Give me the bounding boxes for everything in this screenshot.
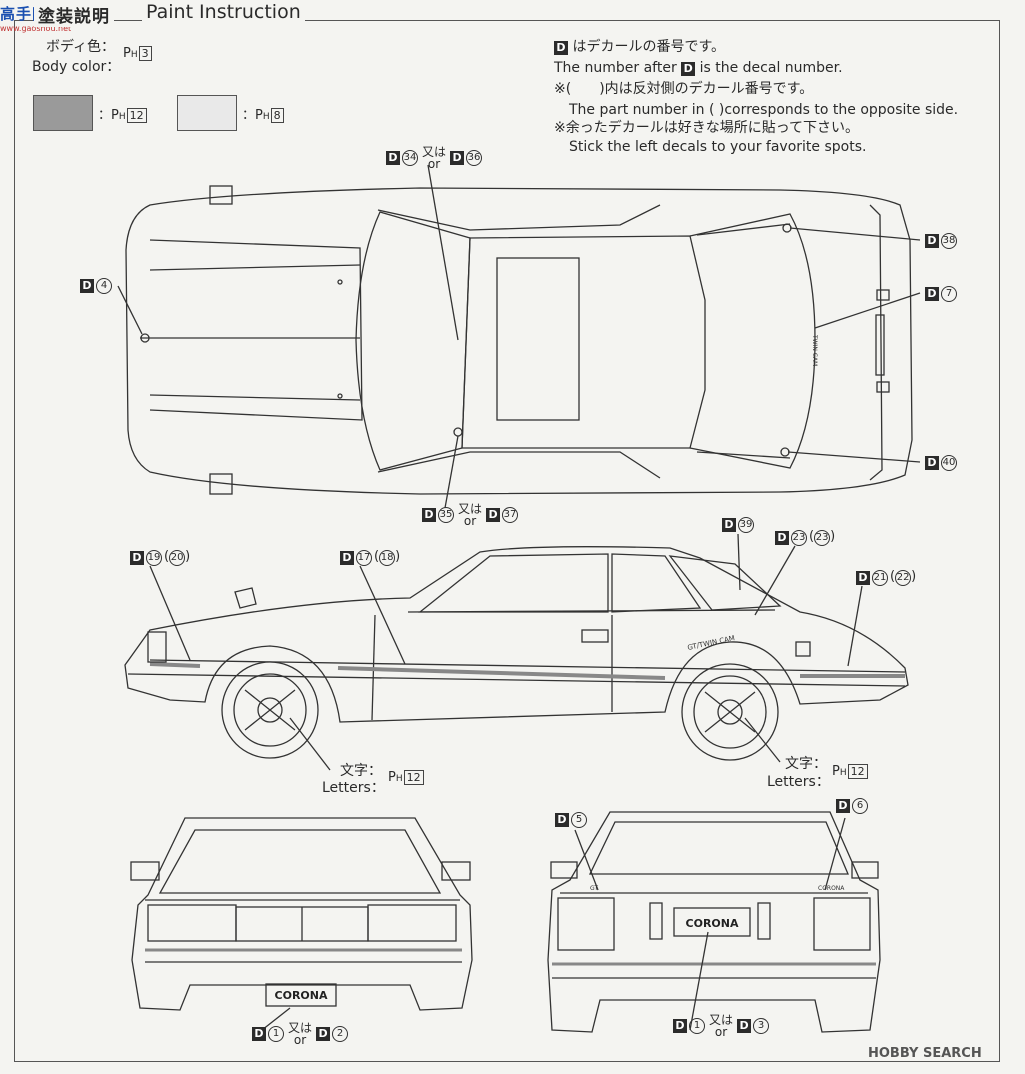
body-color-label-jp: ボディ色：: [46, 39, 116, 55]
body-color-label-en: Body color：: [32, 59, 121, 75]
rear-badge-right: CORONA: [818, 885, 845, 892]
title-en: Paint Instruction: [142, 1, 305, 23]
letters-label-en-1: Letters：: [322, 780, 385, 796]
rear-badge-left: GT: [590, 885, 598, 892]
diagram-frame: [14, 20, 1000, 1062]
note-line1-jp: D はデカールの番号です。: [554, 38, 725, 57]
note-line3-en: Stick the left decals to your favorite s…: [569, 139, 867, 155]
letters-label-jp-1: 文字：: [340, 763, 382, 779]
gt-twin-cam-badge: GT/TWIN CAM: [687, 634, 736, 652]
site-url: www.gaoshou.net: [0, 24, 72, 33]
note-line3-jp: ※余ったデカールは好きな場所に貼って下さい。: [554, 120, 860, 136]
side-view-car: [124, 546, 909, 761]
front-view-car: [130, 817, 473, 1011]
rear-view-car: [547, 811, 881, 1033]
letters-label-jp-2: 文字：: [785, 756, 827, 772]
footer-brand: HOBBY SEARCH: [868, 1046, 982, 1061]
rear-plate-text: CORONA: [686, 917, 739, 930]
letters-label-en-2: Letters：: [767, 774, 830, 790]
front-plate-text: CORONA: [275, 989, 328, 1002]
swatch-light: [177, 95, 237, 131]
note-line1-en: The number after D is the decal number.: [554, 60, 843, 76]
note-line2-jp: ※( )内は反対側のデカール番号です。: [554, 81, 814, 97]
note-line2-en: The part number in ( )corresponds to the…: [569, 102, 959, 118]
title-jp: 塗装説明: [34, 2, 114, 27]
twin-cam-top-text: TWIN CAM: [811, 334, 818, 366]
swatch-gray: [33, 95, 93, 131]
top-view-car: [125, 185, 913, 495]
